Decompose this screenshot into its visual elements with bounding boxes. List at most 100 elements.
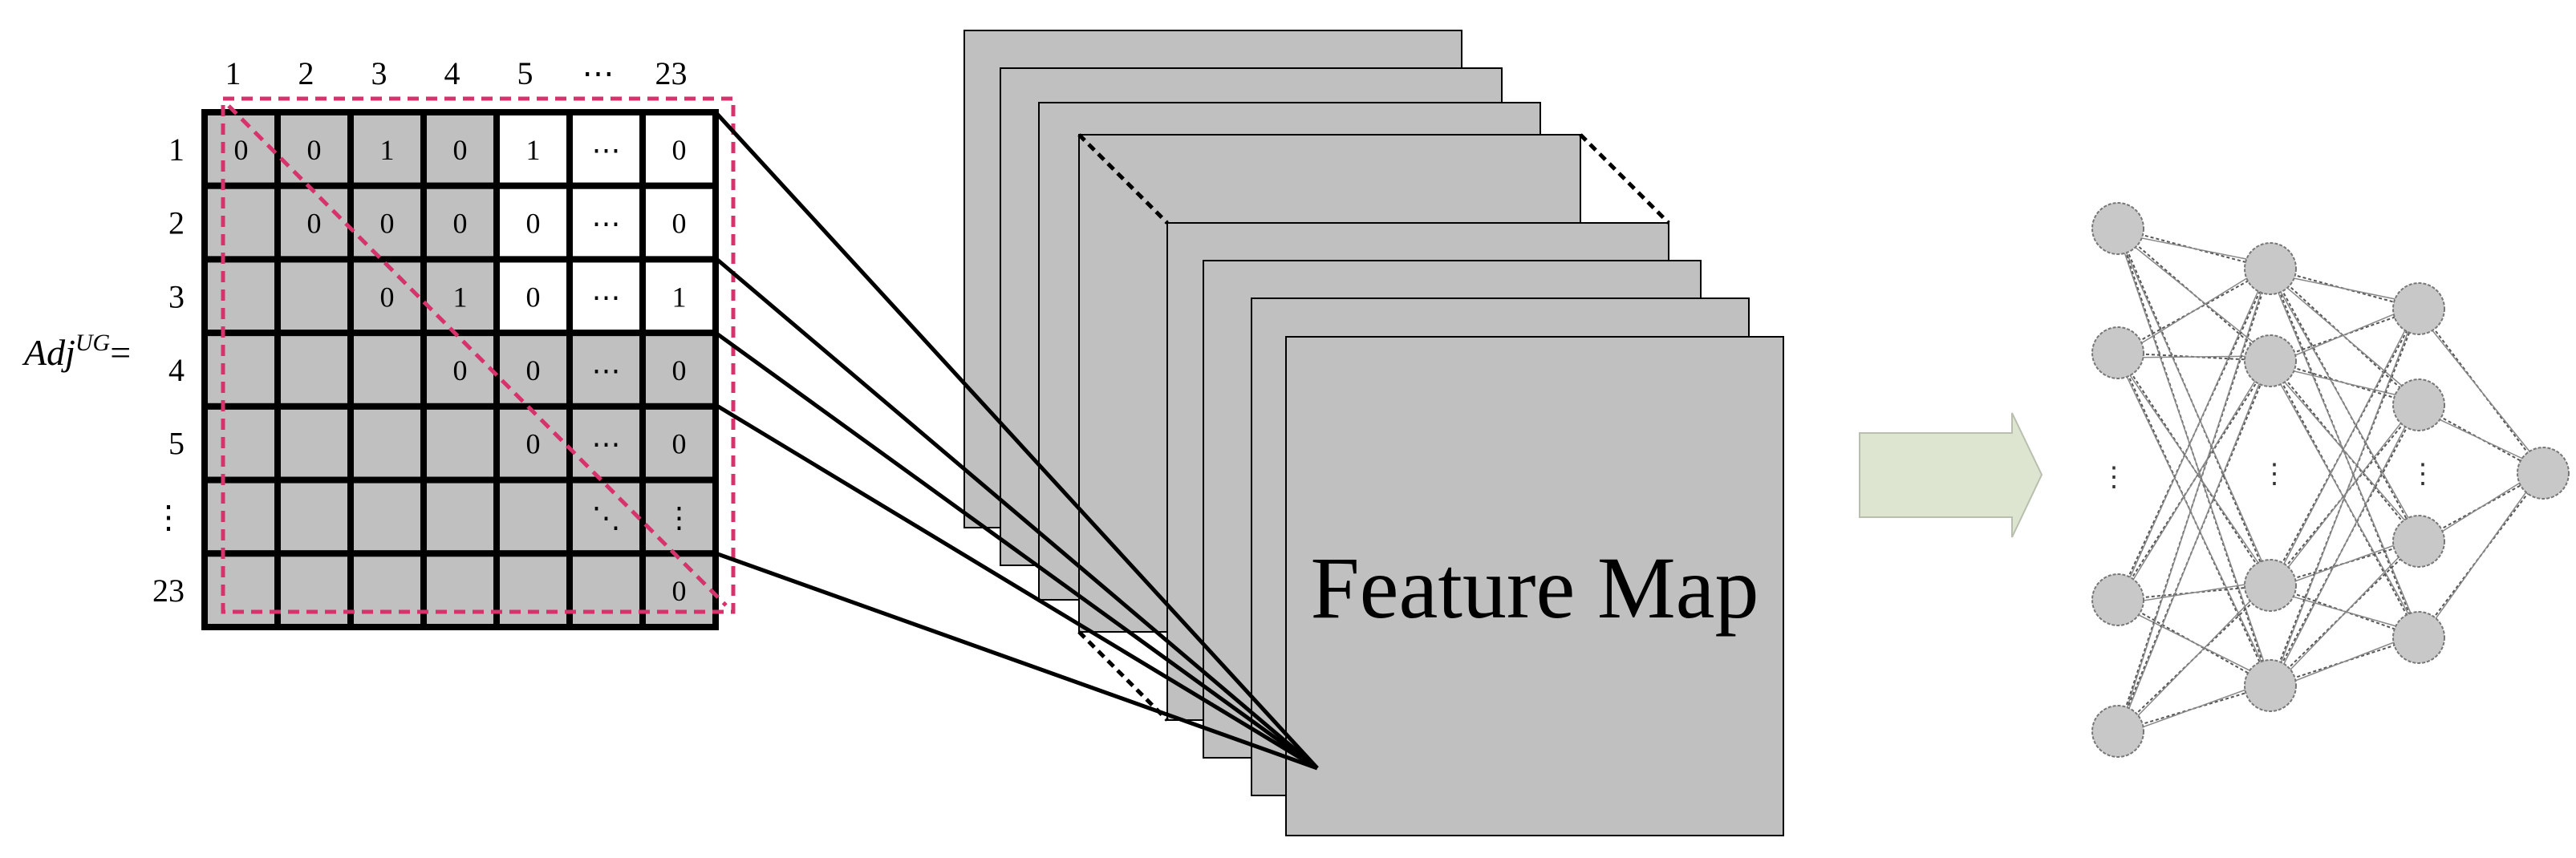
matrix-cell <box>566 256 646 337</box>
matrix-cell-value: 0 <box>526 354 541 387</box>
nn-connection <box>2117 352 2271 586</box>
nn-connection <box>2117 357 2271 581</box>
column-header: 3 <box>371 55 387 91</box>
matrix-cell <box>201 256 281 337</box>
matrix-cell-value: ⋯ <box>592 354 621 387</box>
nn-connection <box>2270 360 2420 638</box>
nn-node <box>2392 378 2445 431</box>
row-header: ⋮ <box>152 499 185 535</box>
matrix-cell <box>274 256 354 337</box>
nn-node <box>2244 659 2297 712</box>
nn-connection <box>2270 268 2420 542</box>
nn-connection <box>2270 273 2420 633</box>
matrix-cell-value: ⋱ <box>592 501 621 533</box>
matrix-cell <box>420 476 500 557</box>
nn-connection <box>2270 303 2420 691</box>
nn-connection <box>2117 233 2271 265</box>
matrix-cell-value: 1 <box>672 281 687 313</box>
nn-connection <box>2418 467 2544 643</box>
row-header: 23 <box>152 573 185 609</box>
nn-connection <box>2117 585 2271 732</box>
matrix-cell <box>347 330 427 410</box>
matrix-cell-value: 0 <box>672 428 687 460</box>
matrix-cell <box>493 476 573 557</box>
svg-text:AdjUG=: AdjUG= <box>22 330 131 373</box>
row-header: 3 <box>168 278 185 314</box>
matrix-cell <box>420 550 500 630</box>
adjacency-label-eq: = <box>110 332 131 373</box>
matrix-cell-value: 1 <box>453 281 468 313</box>
depth-connector <box>1077 630 1169 722</box>
row-header: 4 <box>168 352 185 388</box>
nn-node <box>2244 242 2297 295</box>
matrix-cell-value: 0 <box>234 134 249 166</box>
nn-ellipsis: ⋮ <box>2261 459 2288 489</box>
projection-line <box>714 111 1319 770</box>
nn-connection <box>2270 365 2420 537</box>
column-header: ⋯ <box>582 55 615 91</box>
row-header: 1 <box>168 132 185 168</box>
nn-connection <box>2117 263 2271 605</box>
neural-network: ⋮⋮⋮ <box>2091 202 2570 758</box>
matrix-cell-value: 0 <box>307 134 322 166</box>
matrix-cell <box>347 476 427 557</box>
nn-node <box>2091 326 2144 379</box>
matrix-cell-value: ⋯ <box>592 208 621 240</box>
matrix-cell-value: 0 <box>526 281 541 313</box>
matrix-cell-value: 0 <box>526 208 541 240</box>
nn-connection <box>2117 233 2271 682</box>
matrix-cell-value: 0 <box>672 354 687 387</box>
nn-connection <box>2117 355 2271 605</box>
matrix-cell-value: ⋯ <box>592 281 621 313</box>
nn-connection <box>2270 308 2420 586</box>
feature-map-label: Feature Map <box>1311 539 1759 637</box>
row-header: 5 <box>168 426 185 462</box>
nn-connection <box>2117 355 2271 358</box>
nn-connection <box>2117 599 2271 686</box>
column-header: 4 <box>444 55 460 91</box>
matrix-cell <box>420 330 500 410</box>
nn-connection <box>2270 589 2420 633</box>
highlight-diagonal <box>227 104 728 607</box>
matrix-cell-value: 0 <box>380 208 395 240</box>
matrix-cell <box>201 182 281 263</box>
right-arrow-icon <box>1859 412 2043 538</box>
matrix-cell <box>201 330 281 410</box>
adjacency-label-main: Adj <box>22 332 75 373</box>
nn-connection <box>2117 233 2271 357</box>
matrix-cell-value: 0 <box>672 208 687 240</box>
matrix-cell <box>639 550 719 630</box>
feature-map-stack: Feature Map <box>963 30 1784 836</box>
nn-connection <box>2117 357 2271 682</box>
matrix-cell-value: 0 <box>307 208 322 240</box>
nn-node <box>2244 559 2297 612</box>
matrix-cell <box>493 550 573 630</box>
nn-node <box>2517 447 2570 500</box>
matrix-cell <box>201 476 281 557</box>
nn-node <box>2091 202 2144 255</box>
nn-connection <box>2270 273 2420 537</box>
matrix-cell <box>201 550 281 630</box>
nn-connection <box>2117 360 2271 732</box>
matrix-cell <box>274 476 354 557</box>
nn-connection <box>2117 352 2271 686</box>
matrix-cell <box>274 550 354 630</box>
nn-connection <box>2270 303 2420 591</box>
matrix-cell <box>566 550 646 630</box>
depth-connector <box>1579 133 1670 225</box>
column-header: 1 <box>225 55 241 91</box>
matrix-cell-value: 0 <box>672 134 687 166</box>
projection-line <box>714 330 1319 771</box>
nn-node <box>2091 705 2144 758</box>
row-header: 2 <box>168 205 185 241</box>
matrix-cell <box>639 476 719 557</box>
nn-node <box>2244 334 2297 387</box>
matrix-cell-value: 0 <box>672 575 687 607</box>
matrix-cell-value: 0 <box>526 428 541 460</box>
matrix-cell-value: ⋯ <box>592 428 621 460</box>
nn-connection <box>2117 233 2271 581</box>
matrix-cell-value: 0 <box>380 281 395 313</box>
nn-ellipsis: ⋮ <box>2100 463 2128 492</box>
column-header: 2 <box>298 55 314 91</box>
